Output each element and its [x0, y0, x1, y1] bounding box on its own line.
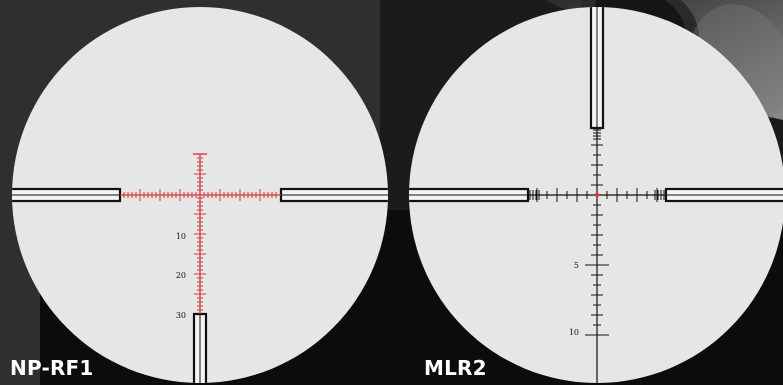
reticle-name-left: NP-RF1: [10, 356, 94, 380]
left-tick-label: 10: [176, 232, 186, 241]
right-center-dot: [594, 192, 600, 198]
left-tick-label: 20: [176, 271, 186, 280]
reticle-mlr2-elements: 5 10: [409, 7, 783, 383]
reticle-np-rf1-elements: 10 20 30: [12, 153, 388, 383]
right-tick-label: 5: [574, 261, 579, 270]
left-tick-label: 30: [176, 311, 186, 320]
right-tick-label: 10: [569, 328, 579, 337]
reticle-mlr2: 5 10: [409, 7, 783, 383]
reticle-name-right: MLR2: [424, 356, 487, 380]
reticle-np-rf1: 10 20 30: [12, 153, 388, 383]
